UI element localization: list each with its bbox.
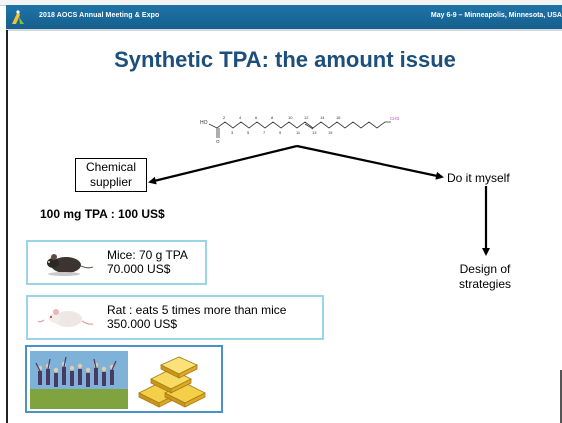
rat-line1: Rat : eats 5 times more than mice (107, 303, 287, 317)
slide-left-border (6, 30, 8, 423)
svg-text:11: 11 (296, 130, 301, 135)
mice-line2: 70.000 US$ (107, 262, 171, 276)
mice-text: Mice: 70 g TPA 70.000 US$ (107, 248, 188, 276)
mice-line1: Mice: 70 g TPA (107, 248, 188, 262)
slide-right-border (560, 370, 562, 423)
svg-text:12: 12 (304, 115, 309, 120)
molecule-ch3-label: CH3 (390, 116, 399, 121)
svg-text:O: O (216, 139, 220, 144)
svg-text:8: 8 (271, 115, 274, 120)
supplier-line2: supplier (89, 175, 133, 189)
svg-text:4: 4 (239, 115, 242, 120)
carbon-number-labels: 2 3 4 5 6 7 8 9 10 11 12 13 14 15 16 (223, 115, 341, 135)
tpa-price-text: 100 mg TPA : 100 US$ (40, 207, 165, 221)
svg-text:10: 10 (288, 115, 293, 120)
slide-header-bar: 2018 AOCS Annual Meeting & Expo May 6-9 … (6, 5, 562, 31)
money-illustration-card (25, 345, 223, 413)
molecule-ho-label: HO (200, 120, 208, 126)
svg-text:3: 3 (231, 130, 234, 135)
svg-text:9: 9 (279, 130, 282, 135)
rat-text: Rat : eats 5 times more than mice 350.00… (107, 303, 286, 331)
svg-text:15: 15 (328, 130, 333, 135)
rat-line2: 350.000 US$ (107, 317, 178, 331)
chemical-supplier-box: Chemical supplier (75, 158, 147, 192)
meeting-date-location: May 6-9 – Minneapolis, Minnesota, USA (430, 12, 562, 19)
aocs-logo-icon (12, 10, 24, 24)
jumping-people-photo (30, 351, 128, 409)
design-of-strategies-label: Design of strategies (455, 262, 515, 292)
mouse-icon (47, 254, 94, 276)
mice-cost-card: Mice: 70 g TPA 70.000 US$ (26, 240, 207, 285)
design-line1: Design of (459, 262, 511, 276)
svg-text:6: 6 (255, 115, 258, 120)
svg-text:14: 14 (320, 115, 325, 120)
slide-title: Synthetic TPA: the amount issue (114, 47, 456, 72)
svg-text:16: 16 (336, 115, 341, 120)
arrow-to-supplier (148, 144, 298, 185)
svg-text:13: 13 (312, 130, 317, 135)
svg-text:5: 5 (247, 130, 250, 135)
tpa-molecule-structure: HO O 2 3 4 5 6 7 8 9 10 11 12 13 14 15 16 CH3 (200, 115, 399, 144)
rat-icon (37, 309, 94, 327)
arrow-to-do-it-myself (296, 144, 444, 180)
meeting-name: 2018 AOCS Annual Meeting & Expo (39, 12, 160, 19)
gold-bars-icon (138, 356, 206, 408)
rat-cost-card: Rat : eats 5 times more than mice 350.00… (26, 295, 324, 340)
svg-text:2: 2 (223, 115, 226, 120)
design-line2: strategies (458, 277, 512, 291)
svg-text:7: 7 (263, 130, 266, 135)
do-it-myself-label: Do it myself (447, 171, 510, 185)
supplier-line1: Chemical (85, 160, 136, 174)
